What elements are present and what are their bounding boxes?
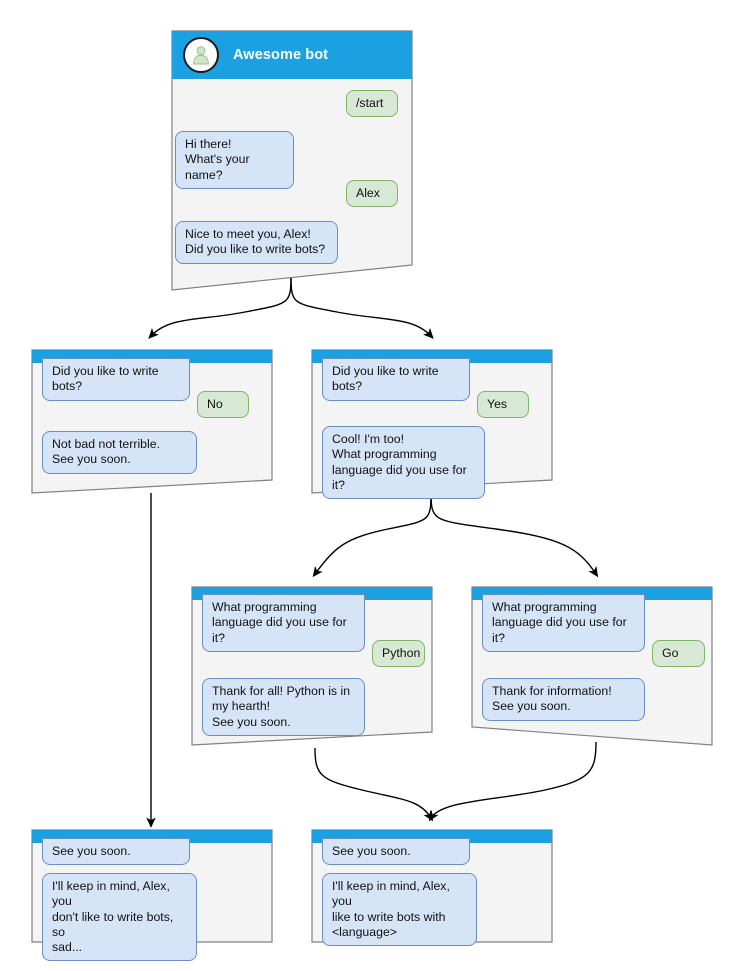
message-bubble-bot: I'll keep in mind, Alex, you like to wri… bbox=[322, 873, 477, 947]
message-bubble-user: Go bbox=[652, 640, 705, 668]
edge-python-to-end bbox=[314, 747, 434, 822]
message-bubble-user: Yes bbox=[477, 391, 529, 419]
node-go-branch[interactable]: What programming language did you use fo… bbox=[465, 582, 721, 752]
node-end-yes[interactable]: See you soon. I'll keep in mind, Alex, y… bbox=[305, 825, 561, 949]
node-yes-branch[interactable]: Did you like to write bots? Yes Cool! I'… bbox=[305, 345, 561, 500]
message-bubble-user: No bbox=[197, 391, 249, 419]
node-no-branch[interactable]: Did you like to write bots? No Not bad n… bbox=[25, 345, 281, 500]
message-bubble-bot: Cool! I'm too! What programming language… bbox=[322, 426, 485, 500]
message-bubble-bot: Did you like to write bots? bbox=[42, 358, 190, 401]
message-bubble-bot: Not bad not terrible. See you soon. bbox=[42, 431, 197, 474]
edge-go-to-end bbox=[428, 741, 597, 822]
message-bubble-bot: Nice to meet you, Alex! Did you like to … bbox=[175, 221, 338, 264]
node-python-branch[interactable]: What programming language did you use fo… bbox=[185, 582, 441, 752]
person-avatar-icon bbox=[183, 37, 219, 73]
message-bubble-bot: See you soon. bbox=[42, 838, 190, 866]
message-bubble-user: /start bbox=[346, 90, 398, 118]
node-end-no[interactable]: See you soon. I'll keep in mind, Alex, y… bbox=[25, 825, 281, 962]
message-bubble-bot: What programming language did you use fo… bbox=[482, 594, 645, 652]
message-bubble-bot: What programming language did you use fo… bbox=[202, 594, 365, 652]
message-bubble-bot: Hi there! What's your name? bbox=[175, 131, 294, 189]
message-bubble-user: Python bbox=[372, 640, 425, 668]
node-root[interactable]: Awesome bot /start Hi there! What's your… bbox=[165, 25, 421, 297]
message-bubble-bot: I'll keep in mind, Alex, you don't like … bbox=[42, 873, 197, 962]
bot-title: Awesome bot bbox=[233, 47, 329, 63]
message-bubble-bot: Thank for information! See you soon. bbox=[482, 678, 645, 721]
message-bubble-bot: Thank for all! Python is in my hearth! S… bbox=[202, 678, 365, 736]
message-bubble-user: Alex bbox=[346, 180, 398, 208]
message-bubble-bot: Did you like to write bots? bbox=[322, 358, 470, 401]
edge-yes-to-go bbox=[430, 488, 599, 578]
chat-header-root: Awesome bot bbox=[172, 31, 412, 79]
edge-yes-to-python bbox=[312, 488, 432, 578]
message-bubble-bot: See you soon. bbox=[322, 838, 470, 866]
